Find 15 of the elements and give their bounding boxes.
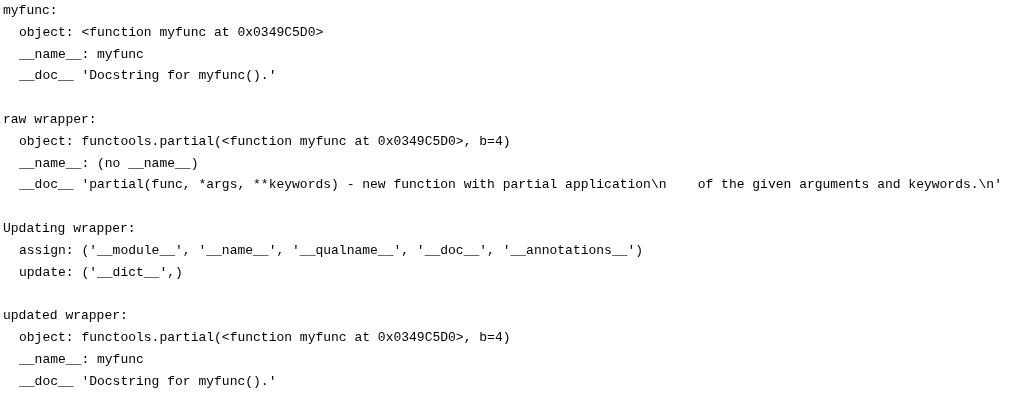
console-line: assign: ('__module__', '__name__', '__qualname__', '__doc__', '__annotations__'): [19, 242, 644, 258]
console-line: raw wrapper:: [3, 112, 97, 127]
console-line: __name__: myfunc: [19, 351, 144, 367]
console-line: updated wrapper:: [3, 308, 128, 324]
console-line: Updating wrapper:: [3, 220, 136, 236]
console-line: object: functools.partial(<function myfunc at 0x0349C5D0>, b=4): [19, 329, 511, 345]
console-line: object: functools.partial(<function myfunc at 0x0349C5D0>, b=4): [19, 133, 511, 149]
console-line: __doc__ 'Docstring for myfunc().': [19, 373, 277, 389]
console-line: update: ('__dict__',): [19, 264, 183, 280]
console-line: object: <function myfunc at 0x0349C5D0>: [19, 24, 324, 40]
console-line: myfunc:: [3, 3, 58, 18]
console-line: __doc__ 'Docstring for myfunc().': [19, 68, 277, 84]
console-line: __name__: myfunc: [19, 46, 144, 62]
console-line: __name__: (no __name__): [19, 155, 199, 171]
console-line: __doc__ 'partial(func, *args, **keywords) - new function with partial application\n of the given arguments and keywords.\n': [19, 177, 1002, 193]
